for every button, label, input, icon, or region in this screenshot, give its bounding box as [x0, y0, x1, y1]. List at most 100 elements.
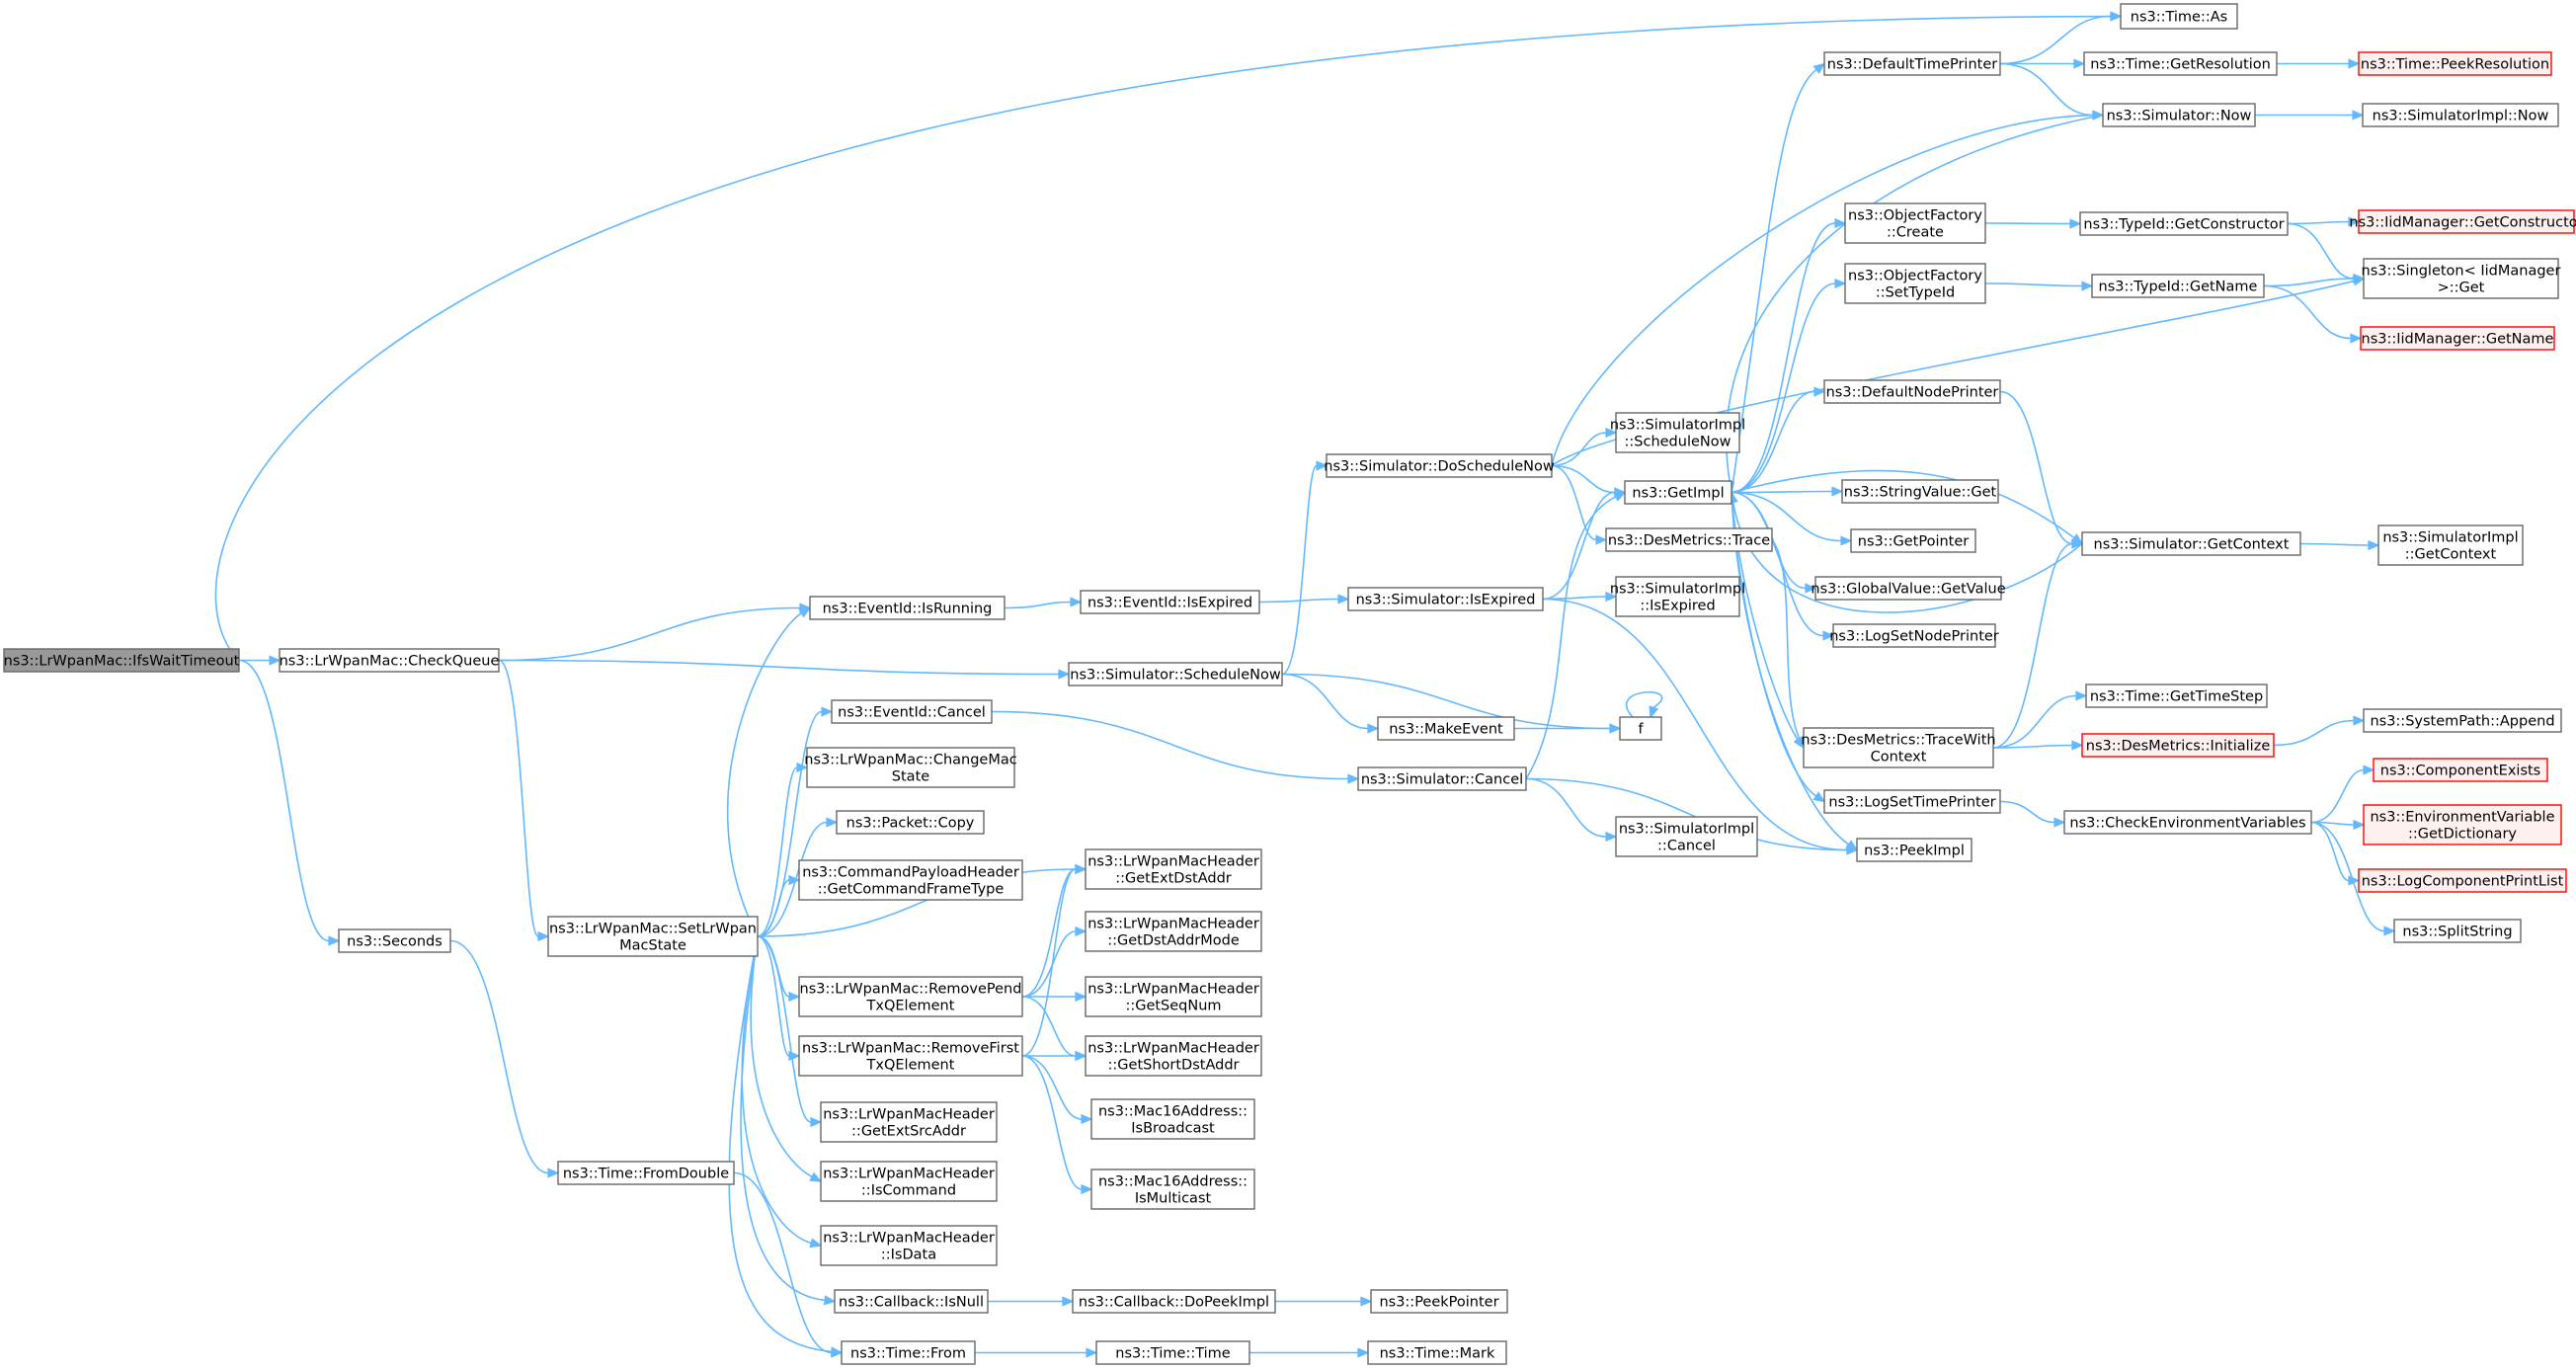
- call-edge-doschedulenow-to-desmetricstrace: [1551, 464, 1608, 545]
- call-graph-node-isrunning[interactable]: ns3::EventId::IsRunning: [809, 596, 1006, 620]
- call-graph-node-stringvalueget[interactable]: ns3::StringValue::Get: [1841, 479, 1999, 504]
- call-graph-node-typeidgetname[interactable]: ns3::TypeId::GetName: [2091, 274, 2265, 298]
- call-edge-setstate-to-getextsrc: [757, 935, 823, 1128]
- call-graph-node-singletonget[interactable]: ns3::Singleton< IidManager>::Get: [2362, 258, 2561, 299]
- call-graph-node-logcompprint[interactable]: ns3::LogComponentPrintList: [2358, 868, 2567, 893]
- call-graph-node-gettimestep[interactable]: ns3::Time::GetTimeStep: [2085, 684, 2268, 708]
- call-graph-node-dminit[interactable]: ns3::DesMetrics::Initialize: [2081, 733, 2275, 758]
- call-graph-node-timefrom[interactable]: ns3::Time::From: [841, 1340, 976, 1365]
- call-graph-node-timetime[interactable]: ns3::Time::Time: [1095, 1340, 1250, 1365]
- call-edge-seconds-to-fromdouble: [449, 939, 560, 1178]
- call-graph-node-checkqueue[interactable]: ns3::LrWpanMac::CheckQueue: [279, 648, 500, 673]
- call-graph-node-simisexpired[interactable]: ns3::Simulator::IsExpired: [1347, 587, 1544, 611]
- node-box: [798, 859, 1023, 901]
- call-graph-node-isexpired[interactable]: ns3::EventId::IsExpired: [1080, 590, 1260, 614]
- node-label: ns3::LrWpanMac::ChangeMac: [804, 753, 1016, 768]
- call-graph-node-timeas[interactable]: ns3::Time::As: [2120, 3, 2238, 30]
- call-graph-node-timemark[interactable]: ns3::Time::Mark: [1367, 1340, 1507, 1365]
- call-graph-node-simimplgetctx[interactable]: ns3::SimulatorImpl::GetContext: [2377, 524, 2524, 566]
- node-box: [1080, 590, 1260, 614]
- call-graph-node-getextsrc[interactable]: ns3::LrWpanMacHeader::GetExtSrcAddr: [820, 1101, 998, 1143]
- call-graph-node-envgetdict[interactable]: ns3::EnvironmentVariable::GetDictionary: [2363, 804, 2562, 846]
- call-graph-node-splitstring[interactable]: ns3::SplitString: [2393, 919, 2522, 943]
- call-graph-node-iidgetctor[interactable]: ns3::IidManager::GetConstructor: [2349, 209, 2576, 234]
- call-graph-node-peekpointer[interactable]: ns3::PeekPointer: [1370, 1289, 1508, 1314]
- call-graph-node-getextdst[interactable]: ns3::LrWpanMacHeader::GetExtDstAddr: [1085, 848, 1262, 890]
- call-graph-node-getshortdst[interactable]: ns3::LrWpanMacHeader::GetShortDstAddr: [1085, 1035, 1262, 1077]
- node-box: [1615, 816, 1758, 857]
- call-graph-node-ofsettypeid[interactable]: ns3::ObjectFactory::SetTypeId: [1844, 263, 1986, 304]
- call-graph-node-doschedulenow[interactable]: ns3::Simulator::DoScheduleNow: [1324, 453, 1555, 478]
- call-edge-timetime-to-timemark: [1249, 1347, 1370, 1358]
- call-graph-node-getimpl[interactable]: ns3::GetImpl: [1624, 480, 1732, 505]
- call-graph-node-eventcancel[interactable]: ns3::EventId::Cancel: [831, 699, 993, 724]
- call-graph-node-simimplcancel[interactable]: ns3::SimulatorImpl::Cancel: [1615, 816, 1758, 857]
- call-edge-typeidgetctor-to-iidgetctor: [2287, 216, 2361, 227]
- call-graph-node-cbdopeek[interactable]: ns3::Callback::DoPeekImpl: [1072, 1289, 1276, 1314]
- node-label: ns3::SimulatorImpl: [2382, 530, 2518, 546]
- node-box: [1823, 789, 2001, 814]
- call-graph-node-simgetctx[interactable]: ns3::Simulator::GetContext: [2081, 531, 2301, 556]
- call-graph-node-compexists[interactable]: ns3::ComponentExists: [2373, 758, 2548, 782]
- call-graph-node-cbisnull[interactable]: ns3::Callback::IsNull: [834, 1289, 989, 1314]
- call-graph-node-schedulenow[interactable]: ns3::Simulator::ScheduleNow: [1068, 662, 1283, 686]
- call-graph-node-iidgetname[interactable]: ns3::IidManager::GetName: [2360, 326, 2555, 351]
- call-edge-makeevent-to-f: [1513, 723, 1622, 734]
- call-graph-node-desmetricstrace[interactable]: ns3::DesMetrics::Trace: [1605, 527, 1773, 552]
- call-graph-node-packetcopy[interactable]: ns3::Packet::Copy: [836, 810, 985, 835]
- call-edge-getimpl-to-stringvalueget: [1731, 486, 1844, 497]
- call-graph-node-simimplschedulenow[interactable]: ns3::SimulatorImpl::ScheduleNow: [1610, 412, 1745, 453]
- node-label: IsMulticast: [1135, 1191, 1212, 1207]
- call-graph-node-getseqnum[interactable]: ns3::LrWpanMacHeader::GetSeqNum: [1085, 976, 1262, 1017]
- call-graph-node-gettimeres[interactable]: ns3::Time::GetResolution: [2083, 51, 2278, 76]
- node-box: [834, 1289, 989, 1314]
- call-graph-node-getdstmode[interactable]: ns3::LrWpanMacHeader::GetDstAddrMode: [1085, 911, 1262, 952]
- node-label: ns3::LrWpanMacHeader: [823, 1107, 995, 1123]
- call-graph-node-ofcreate[interactable]: ns3::ObjectFactory::Create: [1844, 202, 1986, 244]
- call-graph-node-isbroadcast[interactable]: ns3::Mac16Address::IsBroadcast: [1090, 1098, 1255, 1140]
- node-box: [806, 747, 1015, 788]
- call-graph-node-ismulticast[interactable]: ns3::Mac16Address::IsMulticast: [1090, 1169, 1255, 1210]
- node-box: [1624, 480, 1732, 505]
- call-graph-node-fromdouble[interactable]: ns3::Time::FromDouble: [557, 1161, 735, 1185]
- node-label: ns3::Seconds: [347, 934, 443, 950]
- call-graph-node-deftimeprinter[interactable]: ns3::DefaultTimePrinter: [1823, 51, 2001, 76]
- call-graph-node-simnow[interactable]: ns3::Simulator::Now: [2102, 103, 2256, 127]
- call-graph-node-cmdpayload[interactable]: ns3::CommandPayloadHeader::GetCommandFra…: [798, 859, 1023, 901]
- node-box: [1090, 1169, 1255, 1210]
- call-graph-node-isdata[interactable]: ns3::LrWpanMacHeader::IsData: [820, 1225, 998, 1266]
- call-graph-node-seconds[interactable]: ns3::Seconds: [338, 928, 451, 953]
- call-graph-node-f[interactable]: f: [1619, 716, 1662, 741]
- call-graph-node-logsettimeprinter[interactable]: ns3::LogSetTimePrinter: [1823, 789, 2001, 814]
- call-graph-node-simimplisexpired[interactable]: ns3::SimulatorImpl::IsExpired: [1610, 576, 1745, 617]
- call-graph-node-makeevent[interactable]: ns3::MakeEvent: [1377, 716, 1515, 741]
- call-graph-node-simcancel[interactable]: ns3::Simulator::Cancel: [1357, 766, 1527, 791]
- node-label: ::GetShortDstAddr: [1108, 1058, 1240, 1074]
- node-box: [820, 1161, 998, 1202]
- call-graph-node-simimplnow[interactable]: ns3::SimulatorImpl::Now: [2362, 103, 2559, 127]
- call-graph-node-spappend[interactable]: ns3::SystemPath::Append: [2363, 708, 2562, 733]
- call-graph-node-peekres[interactable]: ns3::Time::PeekResolution: [2358, 51, 2552, 76]
- call-edge-getimpl-to-ofcreate: [1731, 217, 1847, 494]
- node-label: ns3::DesMetrics::TraceWith: [1801, 733, 1995, 749]
- node-label: ns3::Mac16Address::: [1098, 1104, 1248, 1120]
- call-graph-node-defnodeprinter[interactable]: ns3::DefaultNodePrinter: [1823, 379, 2001, 404]
- call-edge-schedulenow-to-doschedulenow: [1281, 460, 1328, 676]
- node-label: ns3::PeekImpl: [1864, 844, 1965, 859]
- call-graph-node-peekimpl[interactable]: ns3::PeekImpl: [1856, 838, 1972, 862]
- call-graph-node-gvgetvalue[interactable]: ns3::GlobalValue::GetValue: [1811, 576, 2006, 601]
- call-edge-simgetctx-to-simimplgetctx: [2299, 539, 2380, 551]
- node-box: [820, 1225, 998, 1266]
- call-graph-node-iscommand[interactable]: ns3::LrWpanMacHeader::IsCommand: [820, 1161, 998, 1202]
- call-graph-node-typeidgetctor[interactable]: ns3::TypeId::GetConstructor: [2079, 211, 2289, 236]
- call-graph-node-getpointer[interactable]: ns3::GetPointer: [1850, 528, 1976, 553]
- call-graph-node-logsetnodeprinter[interactable]: ns3::LogSetNodePrinter: [1829, 623, 1999, 648]
- node-label: ns3::DesMetrics::Trace: [1608, 533, 1770, 549]
- call-graph-node-checkenv[interactable]: ns3::CheckEnvironmentVariables: [2063, 810, 2312, 835]
- call-graph-node-root[interactable]: ns3::LrWpanMac::IfsWaitTimeout: [3, 648, 240, 673]
